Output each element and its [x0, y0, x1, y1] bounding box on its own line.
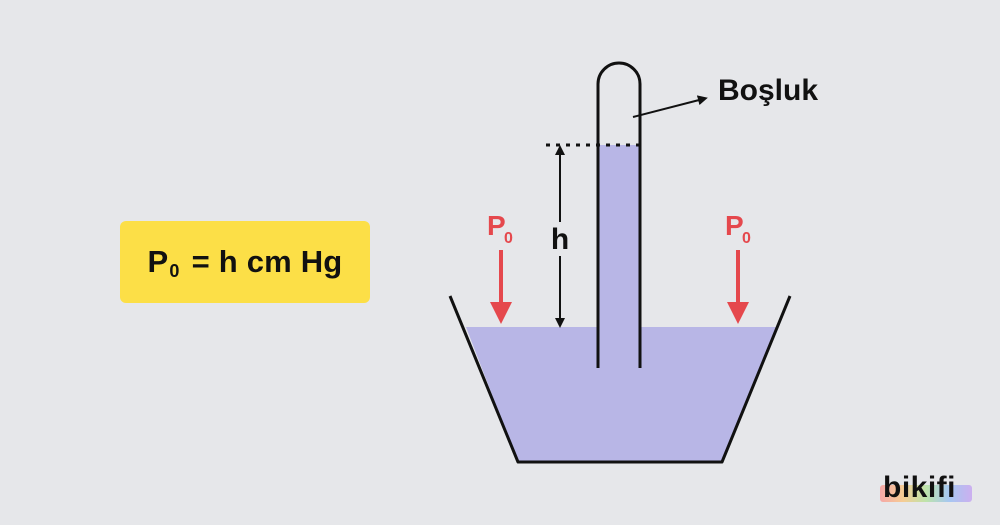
logo-text: bikifi [883, 471, 957, 504]
formula-p-letter: P [147, 244, 169, 279]
pressure-right-subscript: 0 [742, 230, 751, 247]
bikifi-logo: bikifi [880, 470, 972, 510]
vacuum-pointer-arrow [632, 95, 708, 118]
tube-outline [596, 61, 642, 368]
vacuum-label: Boşluk [718, 74, 818, 107]
pressure-right-letter: P [725, 210, 744, 241]
formula-p-subscript: 0 [169, 260, 180, 281]
basin-outline [448, 295, 792, 464]
basin-mercury [466, 327, 777, 462]
pressure-right-arrow-head [727, 302, 749, 324]
logo-color-bar [880, 485, 972, 502]
height-label: h [551, 223, 569, 256]
height-label-gap [548, 222, 572, 256]
pressure-left-letter: P [487, 210, 506, 241]
tube-mercury-column [598, 145, 640, 368]
formula-expression: = h cm Hg [191, 244, 343, 279]
pressure-left-subscript: 0 [504, 230, 513, 247]
pressure-left-arrow-head [490, 302, 512, 324]
